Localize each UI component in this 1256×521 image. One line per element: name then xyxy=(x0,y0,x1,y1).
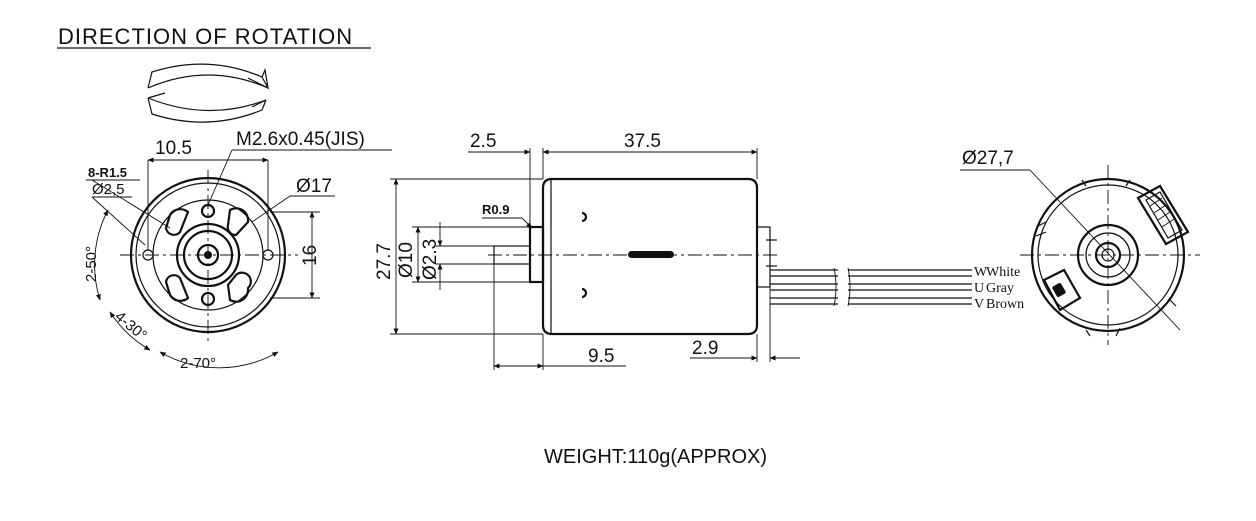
dim-shaft-dia: Ø2.3 xyxy=(420,239,441,280)
side-view xyxy=(390,148,800,370)
dim-slot-radius: 8-R1.5 xyxy=(88,165,127,180)
wire-color-gray: Gray xyxy=(986,281,1014,296)
front-view xyxy=(86,149,392,369)
dim-height-16: 16 xyxy=(300,245,321,266)
dim-radius: R0.9 xyxy=(482,202,509,217)
dim-body-dia: 27.7 xyxy=(374,243,395,280)
rotation-arrows-icon xyxy=(147,63,270,123)
wire-code-v: V xyxy=(974,297,984,312)
dim-boss-dia: Ø10 xyxy=(396,242,417,278)
dim-rear-dia: Ø27,7 xyxy=(962,148,1014,169)
dim-10-5: 10.5 xyxy=(155,138,192,159)
dim-angle-30: 4-30° xyxy=(111,308,150,344)
wire-code-u: U xyxy=(974,281,984,296)
dim-rear-len: 2.9 xyxy=(692,338,718,359)
wire-color-brown: Brown xyxy=(986,297,1024,312)
wire-color-white: White xyxy=(986,265,1020,280)
dim-hole-dia: Ø2,5 xyxy=(92,181,125,198)
dim-thread: M2.6x0.45(JIS) xyxy=(236,129,365,150)
dim-bolt-circle: Ø17 xyxy=(296,176,332,197)
dim-flange: 2.5 xyxy=(470,131,496,152)
title: DIRECTION OF ROTATION xyxy=(58,24,353,49)
wire-code-w: W xyxy=(974,265,988,280)
lead-wires xyxy=(770,267,972,307)
weight-label: WEIGHT:110g(APPROX) xyxy=(544,446,767,468)
dim-angle-50: 2-50° xyxy=(83,246,100,282)
dim-angle-70: 2-70° xyxy=(180,355,216,372)
dim-length: 37.5 xyxy=(624,131,661,152)
dim-shaft-len: 9.5 xyxy=(588,346,614,367)
rear-view xyxy=(960,165,1200,345)
